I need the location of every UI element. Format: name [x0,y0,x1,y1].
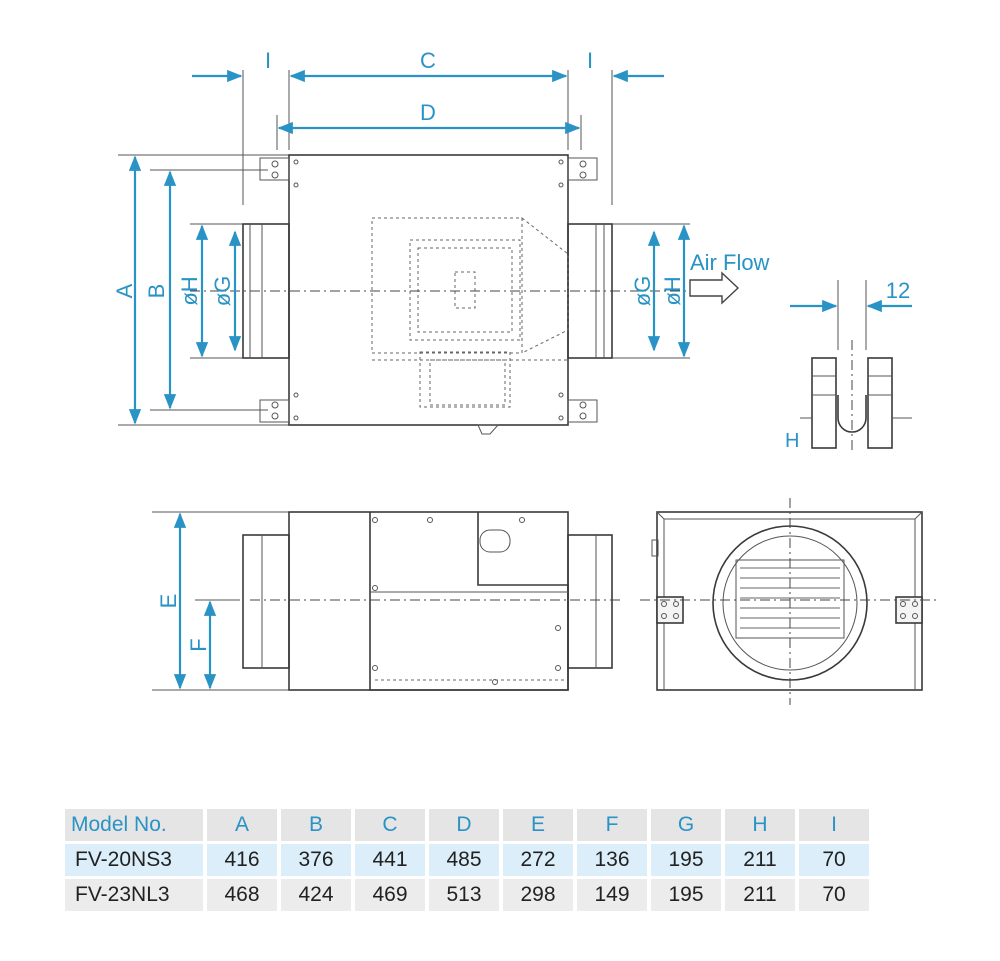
table-cell: 149 [577,879,647,911]
dim-label-h-left: øH [177,276,202,305]
side-view: E F [152,511,620,691]
dim-label-g-left: øG [210,276,235,307]
table-cell: 424 [281,879,351,911]
table-cell: 298 [503,879,573,911]
table-cell: 376 [281,844,351,876]
table-cell-model: FV-23NL3 [65,879,203,911]
table-cell: 468 [207,879,277,911]
slot-detail: 12 H [785,278,912,452]
header-f: F [577,809,647,841]
slot-width-label: 12 [886,278,910,303]
table-cell: 211 [725,879,795,911]
dim-label-a: A [112,283,137,298]
table-cell: 485 [429,844,499,876]
table-cell: 70 [799,879,869,911]
dim-label-b: B [144,284,169,299]
specifications-table: Model No. A B C D E F G H I FV-20NS3 416… [61,806,873,914]
header-b: B [281,809,351,841]
air-flow-arrow-icon [689,271,740,305]
header-g: G [651,809,721,841]
dim-label-g-right: øG [630,276,655,307]
dim-label-i-left: I [265,48,271,73]
dim-label-i-right: I [587,48,593,73]
table-row: FV-20NS3 416 376 441 485 272 136 195 211… [65,844,869,876]
table-header-row: Model No. A B C D E F G H I [65,809,869,841]
dim-label-e: E [156,594,181,609]
dim-label-f: F [186,638,211,651]
dim-label-c: C [420,48,436,73]
table-cell: 272 [503,844,573,876]
header-d: D [429,809,499,841]
table-cell: 469 [355,879,425,911]
dim-label-h-right: øH [660,276,685,305]
table-cell: 211 [725,844,795,876]
table-cell: 70 [799,844,869,876]
header-i: I [799,809,869,841]
header-a: A [207,809,277,841]
slot-h-label: H [785,430,799,452]
header-e: E [503,809,573,841]
front-view [640,498,940,705]
table-cell: 416 [207,844,277,876]
table-row: FV-23NL3 468 424 469 513 298 149 195 211… [65,879,869,911]
air-flow-label: Air Flow [690,250,770,275]
table-cell: 441 [355,844,425,876]
technical-drawing: I C I D A B øH øG øG øH Air Flow 12 H [112,48,940,705]
table-cell: 195 [651,844,721,876]
table-cell: 195 [651,879,721,911]
dim-label-d: D [420,100,436,125]
table-cell-model: FV-20NS3 [65,844,203,876]
header-model-no: Model No. [65,809,203,841]
header-h: H [725,809,795,841]
table-cell: 513 [429,879,499,911]
table-cell: 136 [577,844,647,876]
header-c: C [355,809,425,841]
top-view: I C I D A B øH øG øG øH Air Flow [112,48,770,435]
